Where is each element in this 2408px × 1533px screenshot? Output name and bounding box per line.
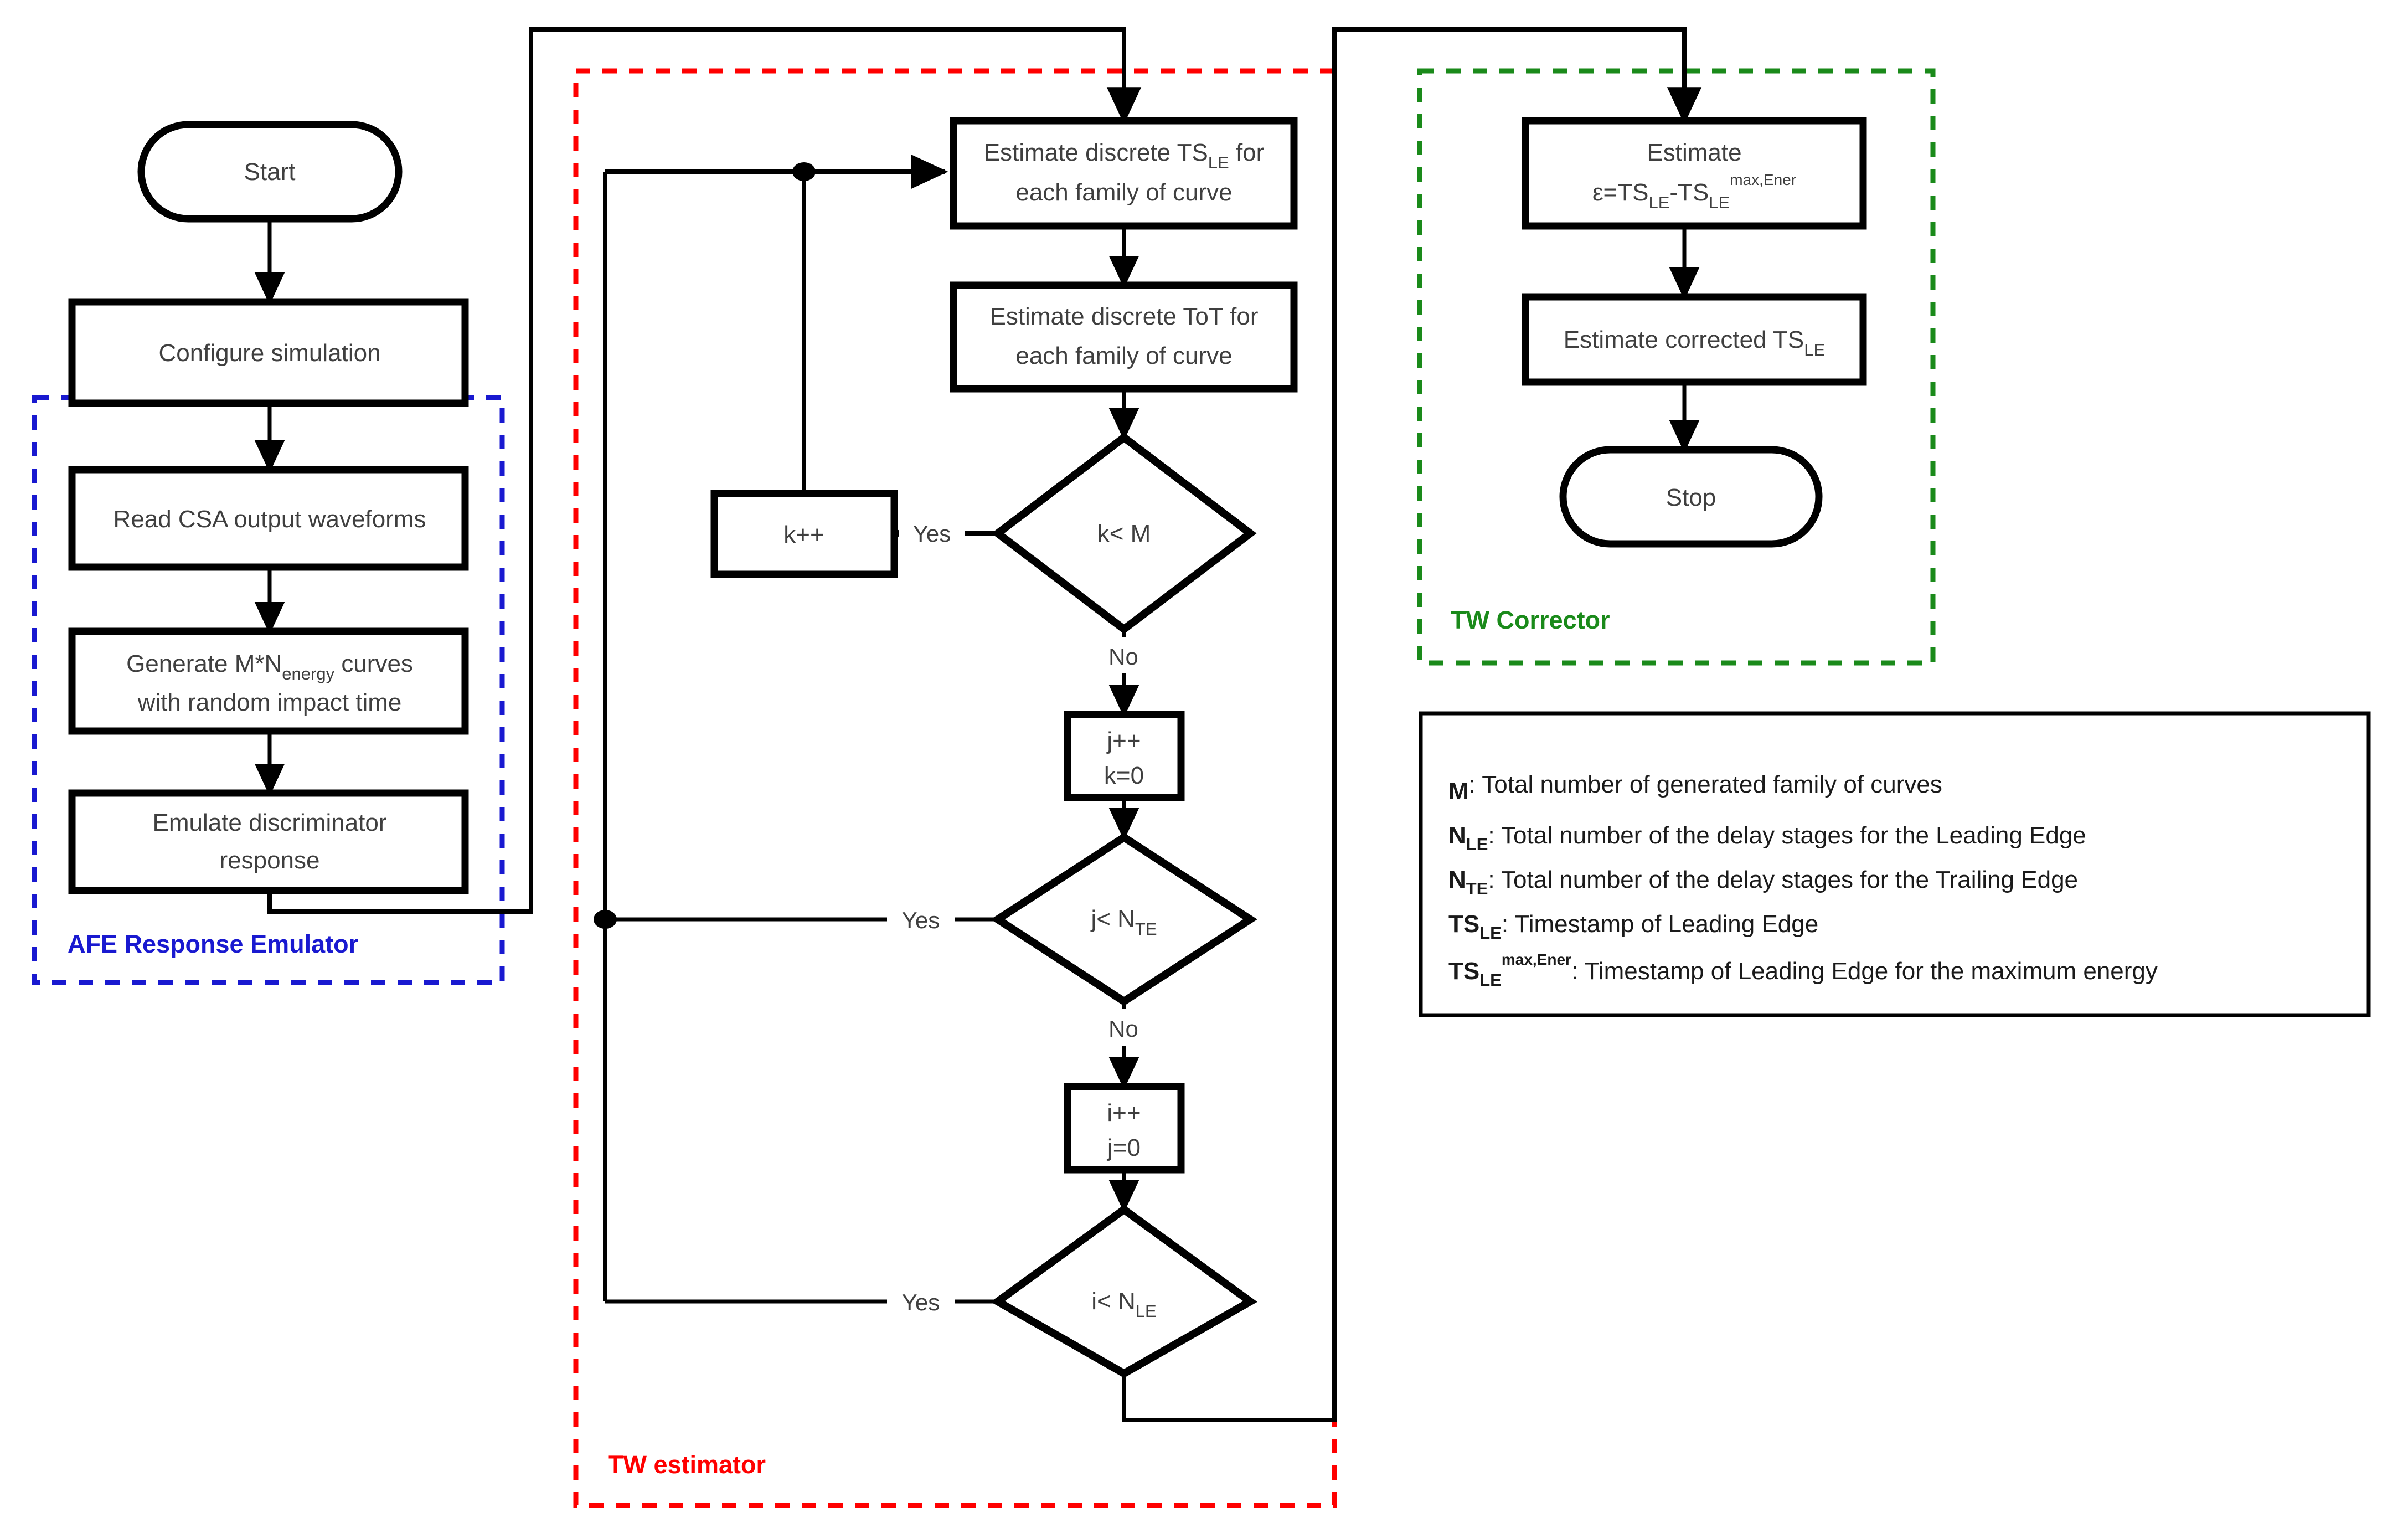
node-j-inc-line1: j++: [1106, 727, 1141, 754]
node-est-tot-line1: Estimate discrete ToT for: [989, 303, 1258, 330]
node-est-tot-line2: each family of curve: [1015, 342, 1232, 369]
node-est-corr-label: Estimate corrected TSLE: [1564, 326, 1825, 359]
group-label-tw-estimator: TW estimator: [608, 1450, 766, 1479]
node-start-label: Start: [244, 158, 296, 186]
node-generate-line2: with random impact time: [137, 689, 402, 716]
edge-label-j-yes: Yes: [902, 907, 940, 933]
node-emulate-line2: response: [219, 847, 319, 874]
node-generate-curves[interactable]: Generate M*Nenergy curves with random im…: [68, 627, 469, 735]
node-i-increment[interactable]: i++ j=0: [1064, 1083, 1185, 1174]
node-decision-j-lt-nte[interactable]: j< NTE: [991, 832, 1257, 1006]
node-read-csa-label: Read CSA output waveforms: [114, 506, 426, 533]
node-configure-label: Configure simulation: [158, 339, 380, 367]
node-i-inc-line2: j=0: [1106, 1134, 1141, 1161]
node-configure-simulation[interactable]: Configure simulation: [68, 298, 469, 407]
node-decision-i-lt-nle[interactable]: i< NLE: [991, 1205, 1257, 1378]
node-decision-i-label: i< NLE: [1091, 1288, 1156, 1321]
group-label-tw-corrector: TW Corrector: [1451, 606, 1610, 634]
edge-label-layer: Yes No Yes No Yes: [887, 514, 1156, 1319]
edge-label-k-yes: Yes: [913, 521, 951, 547]
group-frame-afe: [32, 395, 505, 985]
node-estimate-discrete-tsle[interactable]: Estimate discrete TSLE for each family o…: [950, 117, 1298, 230]
node-est-tsle-line1: Estimate discrete TSLE for: [984, 139, 1265, 172]
node-emulate-discriminator[interactable]: Emulate discriminator response: [68, 789, 469, 894]
node-k-inc-label: k++: [783, 521, 824, 548]
node-est-tsle-line2: each family of curve: [1015, 179, 1232, 206]
junction-dot-kinc: [792, 162, 816, 181]
legend-row-3: TSLE: Timestamp of Leading Edge: [1448, 910, 1818, 943]
legend-row-4: TSLEmax,Ener: Timestamp of Leading Edge …: [1448, 951, 2158, 990]
legend-box: [1419, 711, 2371, 1017]
node-k-increment[interactable]: k++: [710, 490, 898, 578]
node-decision-k-lt-m[interactable]: k< M: [991, 433, 1257, 634]
node-j-inc-line2: k=0: [1104, 762, 1144, 789]
node-est-eps-line1: Estimate: [1647, 139, 1741, 166]
node-start[interactable]: Start: [137, 121, 403, 223]
junction-dot-decj-spine: [594, 910, 617, 929]
legend-row-1: NLE: Total number of the delay stages fo…: [1448, 822, 2086, 854]
legend-entries: M: Total number of generated family of c…: [1448, 771, 2158, 990]
node-est-eps-line2: ε=TSLE-TSLEmax,Ener: [1592, 171, 1796, 212]
legend-row-2: NTE: Total number of the delay stages fo…: [1448, 866, 2078, 898]
node-stop-label: Stop: [1666, 484, 1716, 511]
edge-deci-to-corrector: [1122, 27, 1702, 1422]
node-estimate-corrected-tsle[interactable]: Estimate corrected TSLE: [1522, 293, 1867, 386]
node-emulate-line1: Emulate discriminator: [152, 809, 386, 836]
legend-row-0: M: Total number of generated family of c…: [1448, 771, 1942, 805]
edge-label-j-no: No: [1108, 1016, 1138, 1042]
node-estimate-epsilon[interactable]: Estimate ε=TSLE-TSLEmax,Ener: [1522, 117, 1867, 230]
node-j-increment[interactable]: j++ k=0: [1064, 711, 1185, 801]
edge-emulate-to-est-tsle: [267, 27, 1142, 914]
edge-label-i-yes: Yes: [902, 1289, 940, 1315]
node-stop[interactable]: Stop: [1559, 446, 1823, 548]
node-read-csa-waveforms[interactable]: Read CSA output waveforms: [68, 466, 469, 571]
node-i-inc-line1: i++: [1107, 1099, 1141, 1126]
node-decision-j-label: j< NTE: [1090, 906, 1157, 939]
group-label-afe: AFE Response Emulator: [68, 930, 358, 958]
node-decision-k-label: k< M: [1097, 520, 1151, 547]
group-frame-tw-corrector: [1417, 68, 1936, 666]
node-estimate-discrete-tot[interactable]: Estimate discrete ToT for each family of…: [950, 281, 1298, 393]
edge-label-k-no: No: [1108, 644, 1138, 670]
node-generate-line1: Generate M*Nenergy curves: [126, 650, 413, 683]
